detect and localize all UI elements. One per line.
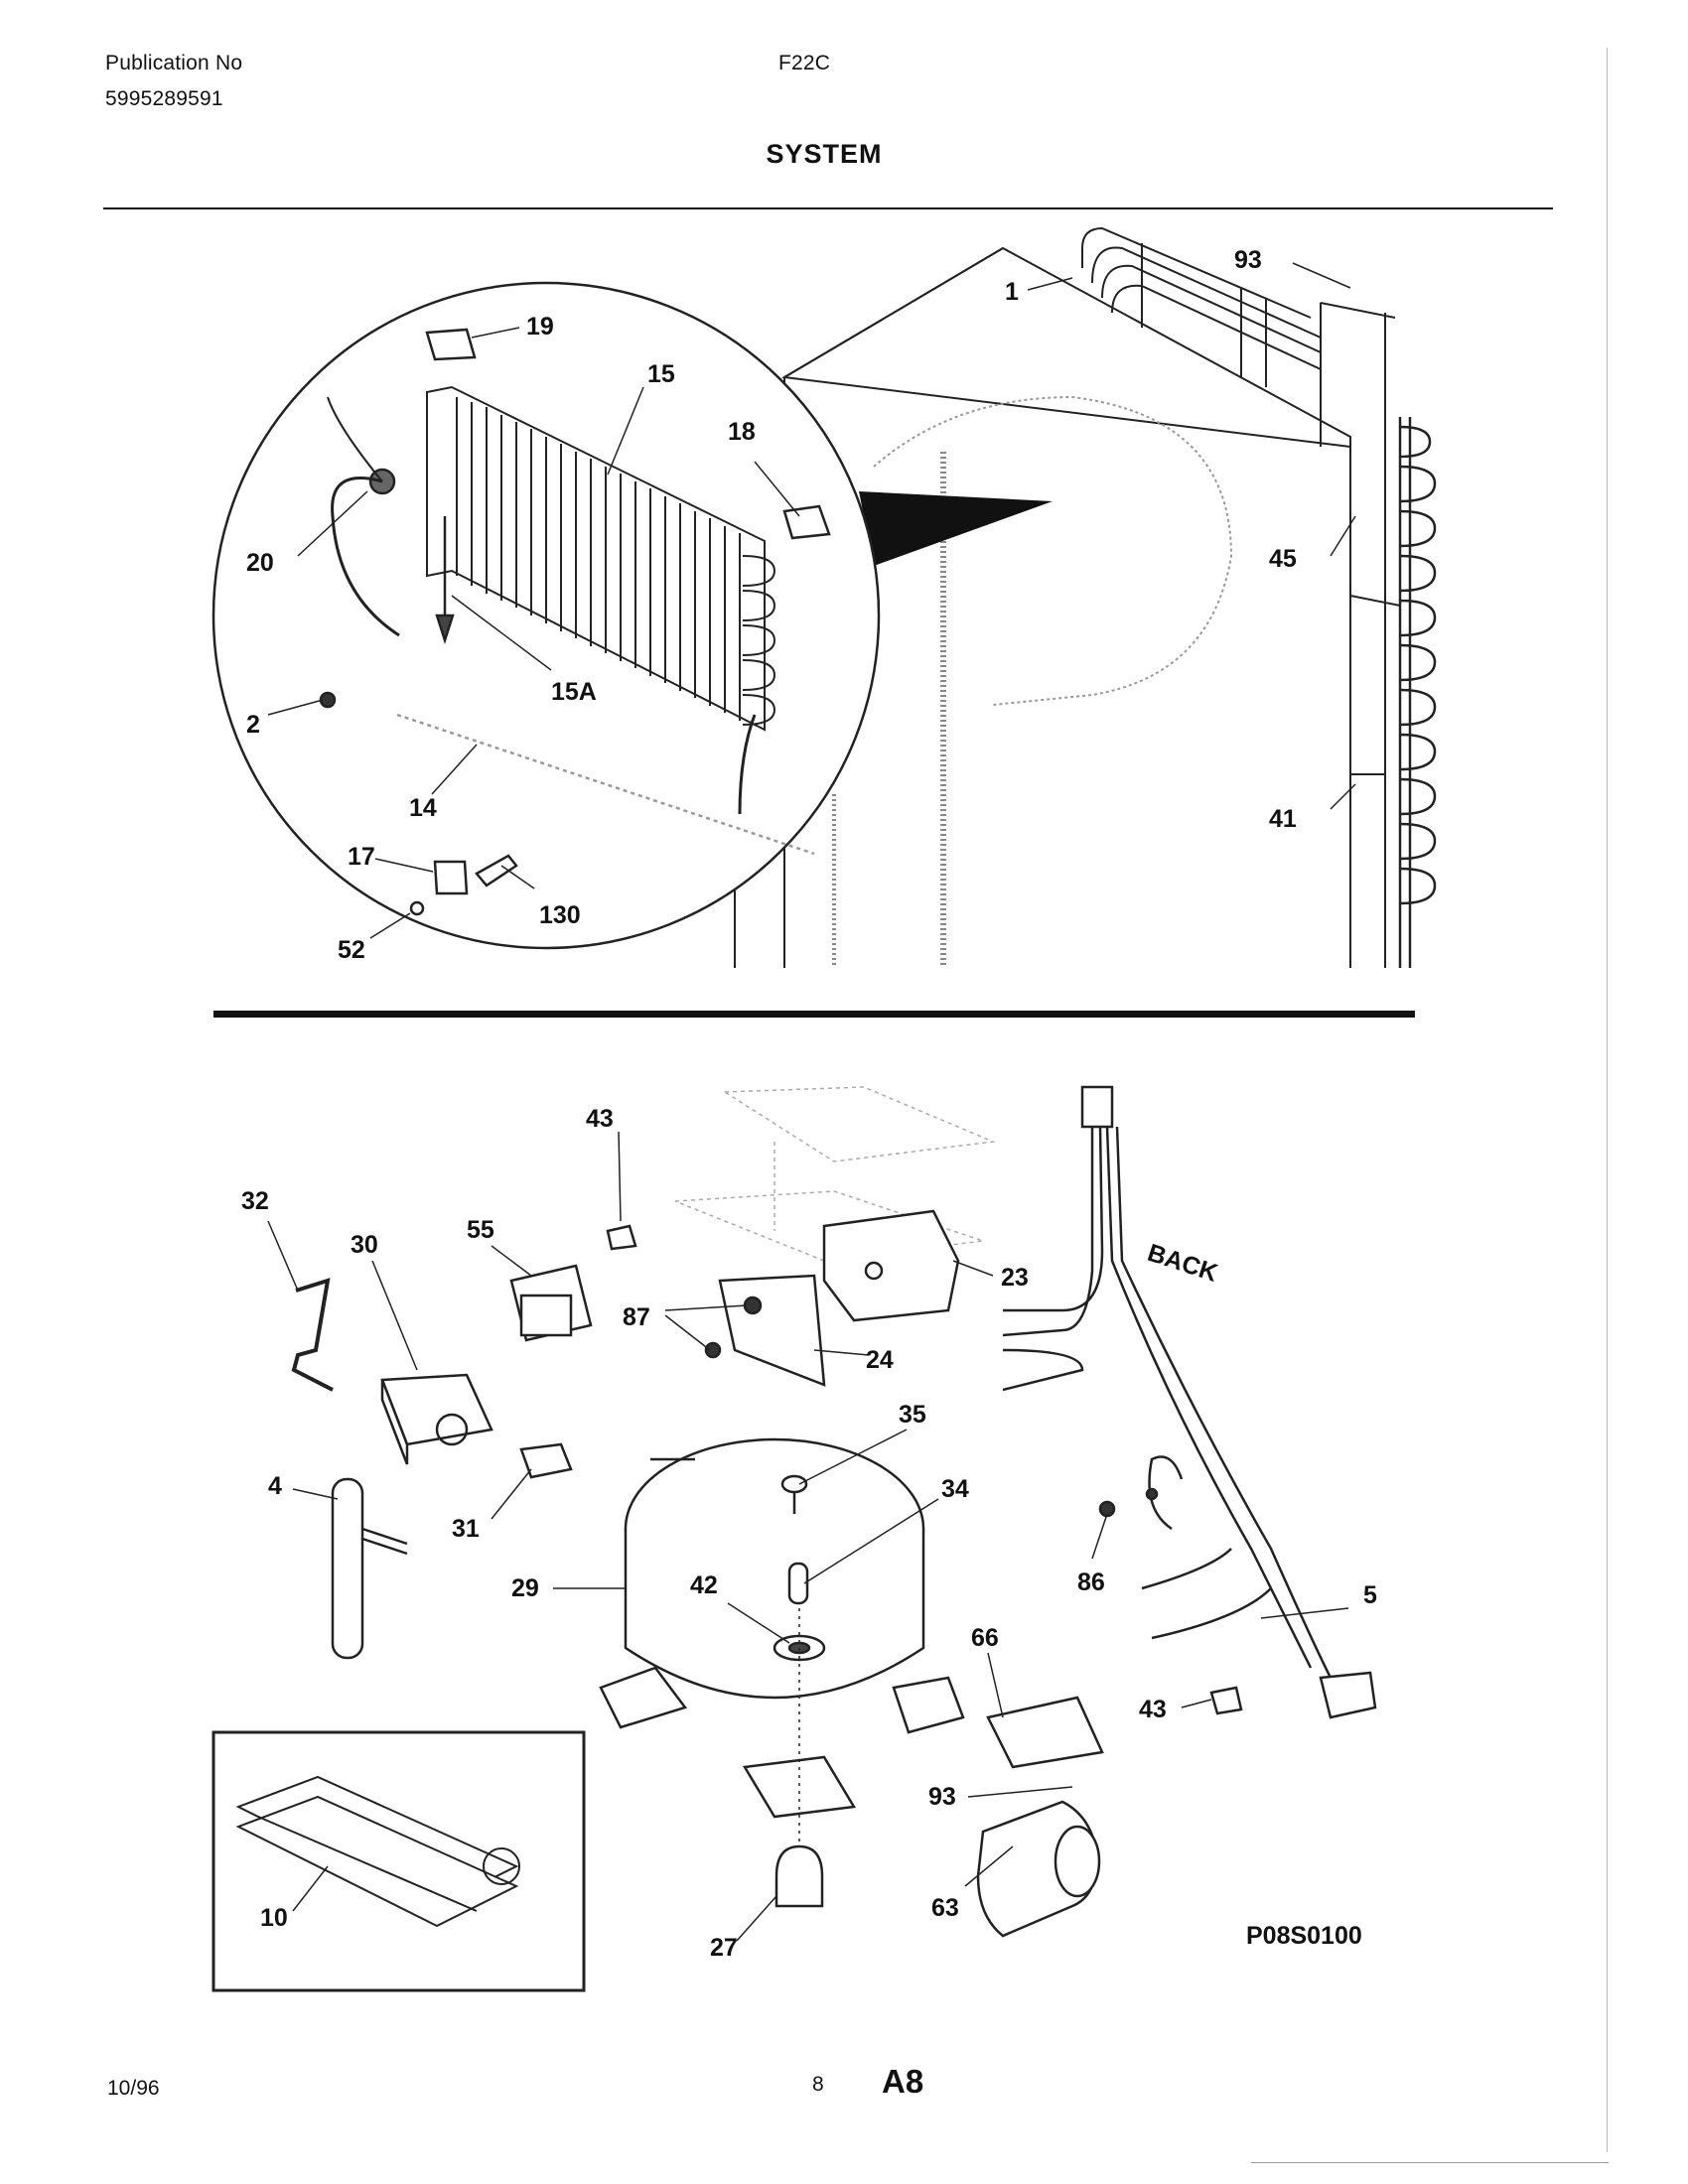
callout-20: 20 — [246, 549, 274, 577]
publication-number: 5995289591 — [105, 87, 223, 110]
diagram-code: P08S0100 — [1246, 1922, 1362, 1950]
leader-lines — [267, 262, 1356, 1942]
revision-date: 10/96 — [107, 2077, 160, 2100]
callout-87: 87 — [623, 1303, 650, 1331]
drain-pan-inset — [211, 1730, 586, 1992]
publication-label: Publication No — [105, 52, 243, 74]
callout-35: 35 — [899, 1401, 926, 1429]
callout-130: 130 — [539, 901, 581, 929]
callout-45: 45 — [1269, 545, 1297, 573]
callout-5: 5 — [1363, 1581, 1377, 1609]
model-number: F22C — [778, 52, 831, 74]
callout-15: 15 — [647, 360, 675, 388]
section-code: A8 — [882, 2063, 924, 2100]
page-title: SYSTEM — [766, 139, 883, 169]
callout-93-lower: 93 — [928, 1783, 956, 1811]
callout-10: 10 — [260, 1904, 288, 1932]
callout-41: 41 — [1269, 805, 1297, 833]
header-divider — [103, 207, 1553, 209]
callout-55: 55 — [467, 1216, 494, 1244]
callout-43-right: 43 — [1139, 1696, 1167, 1723]
callout-14: 14 — [409, 794, 437, 822]
callout-30: 30 — [351, 1231, 378, 1259]
callout-18: 18 — [728, 418, 756, 446]
callout-23: 23 — [1001, 1264, 1029, 1292]
callout-63: 63 — [931, 1894, 959, 1922]
callout-15a: 15A — [551, 678, 597, 706]
callout-4: 4 — [268, 1472, 282, 1500]
callout-24: 24 — [866, 1346, 894, 1374]
label-back: BACK — [1144, 1239, 1220, 1288]
section-divider — [213, 1011, 1415, 1018]
callout-2: 2 — [246, 711, 260, 739]
callout-86: 86 — [1077, 1569, 1105, 1596]
callout-17: 17 — [348, 843, 375, 871]
callout-93-upper: 93 — [1234, 246, 1262, 274]
callout-42: 42 — [690, 1571, 718, 1599]
callout-1: 1 — [1005, 278, 1019, 306]
callout-19: 19 — [526, 313, 554, 341]
page-number: 8 — [812, 2073, 824, 2096]
compressor-system-drawing — [291, 1085, 1377, 1938]
callout-34: 34 — [941, 1475, 969, 1503]
callout-27: 27 — [710, 1934, 738, 1962]
evaporator-detail-circle — [211, 281, 881, 950]
callout-31: 31 — [452, 1515, 480, 1543]
upper-callouts: 1 93 19 15 18 20 15A 2 14 17 130 52 45 4… — [246, 246, 1297, 964]
callout-43-top: 43 — [586, 1105, 614, 1133]
footer-rule — [1251, 2162, 1609, 2163]
callout-66: 66 — [971, 1624, 999, 1652]
callout-52: 52 — [338, 936, 365, 964]
callout-32: 32 — [241, 1187, 269, 1215]
page-edge-line — [1607, 48, 1608, 2152]
callout-29: 29 — [511, 1574, 539, 1602]
